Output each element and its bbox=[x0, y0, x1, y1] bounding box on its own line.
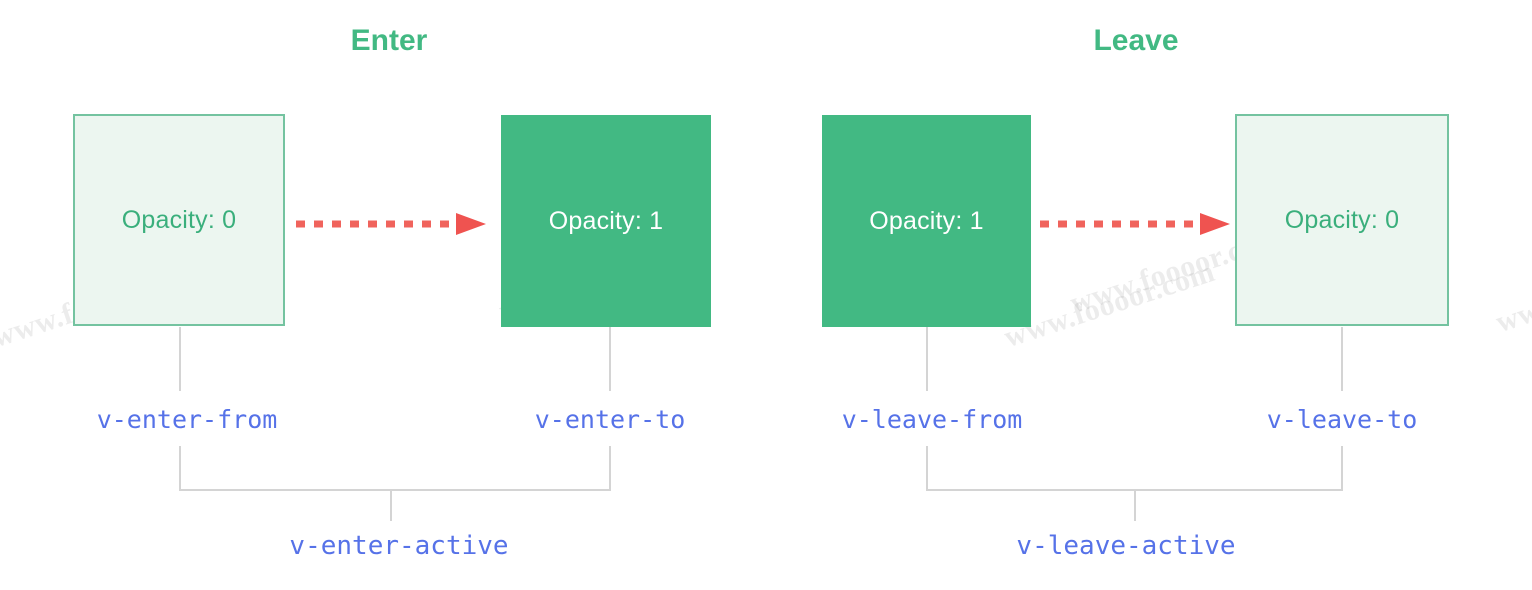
connector-line-leave-from bbox=[926, 327, 928, 391]
connector-line-leave-to bbox=[1341, 327, 1343, 391]
bracket-stem-enter bbox=[390, 489, 392, 521]
state-box-enter-to: Opacity: 1 bbox=[501, 115, 711, 327]
state-box-enter-from: Opacity: 0 bbox=[73, 114, 285, 326]
state-box-leave-to: Opacity: 0 bbox=[1235, 114, 1449, 326]
bracket-bar-enter bbox=[179, 489, 611, 491]
watermark: ww bbox=[1491, 293, 1532, 340]
class-label-v-enter-to: v-enter-to bbox=[534, 405, 686, 434]
state-box-leave-from-label: Opacity: 1 bbox=[869, 206, 984, 235]
bracket-stem-leave bbox=[1134, 489, 1136, 521]
class-label-v-leave-active: v-leave-active bbox=[1016, 531, 1236, 561]
dashed-arrow-right-icon bbox=[1040, 213, 1230, 235]
state-box-enter-from-label: Opacity: 0 bbox=[121, 205, 237, 234]
bracket-left-enter bbox=[179, 446, 181, 491]
bracket-right-enter bbox=[609, 446, 611, 491]
bracket-left-leave bbox=[926, 446, 928, 491]
class-label-v-leave-to: v-leave-to bbox=[1266, 405, 1418, 434]
state-box-leave-to-label: Opacity: 0 bbox=[1284, 205, 1400, 234]
dashed-arrow-right-icon bbox=[296, 213, 486, 235]
connector-line-enter-to bbox=[609, 327, 611, 391]
section-title-leave: Leave bbox=[1093, 24, 1179, 57]
state-box-leave-from: Opacity: 1 bbox=[822, 115, 1031, 327]
watermark: www.foooor.com bbox=[1000, 254, 1219, 355]
class-label-v-leave-from: v-leave-from bbox=[841, 405, 1023, 434]
section-title-enter: Enter bbox=[350, 24, 428, 57]
state-box-enter-to-label: Opacity: 1 bbox=[548, 206, 664, 235]
class-label-v-enter-from: v-enter-from bbox=[96, 405, 278, 434]
connector-line-enter-from bbox=[179, 327, 181, 391]
class-label-v-enter-active: v-enter-active bbox=[289, 531, 509, 561]
bracket-right-leave bbox=[1341, 446, 1343, 491]
